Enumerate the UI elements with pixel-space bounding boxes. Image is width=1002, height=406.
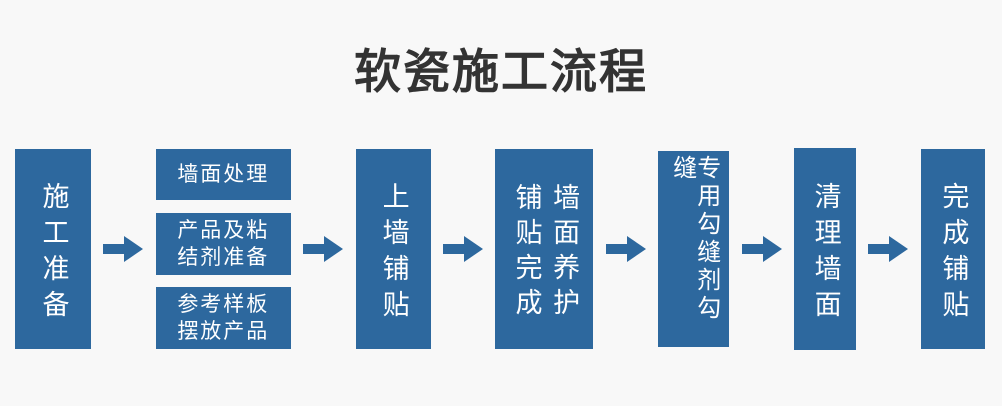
arrow-right-icon (303, 234, 344, 264)
step-box-construction-preparation: 施工准备 (15, 149, 91, 349)
arrow-right-icon (605, 234, 646, 264)
step-label: 清理墙面 (810, 181, 841, 326)
process-flow: 施工准备 墙面处理 产品及粘 结剂准备 参考样板 摆放产品 上墙铺贴 (0, 146, 1002, 352)
step-box-wall-pasting: 上墙铺贴 (355, 149, 431, 349)
step-label-line: 产品及粘 (177, 218, 270, 242)
step-label-line: 结剂准备 (177, 245, 270, 269)
arrow-right-icon (868, 234, 909, 264)
step-box-wall-treatment: 墙面处理 (155, 149, 291, 200)
step-box-special-grout-jointing: 专用勾缝剂勾缝 (658, 151, 730, 347)
arrow-right-icon (443, 234, 484, 264)
step-label-line: 参考样板 (177, 293, 270, 316)
arrow-right-icon (103, 234, 144, 264)
step-label-line: 摆放产品 (177, 320, 270, 343)
step-label-columns: 铺贴完成 墙面养护 (511, 175, 580, 323)
step-label: 专用勾缝剂勾缝 (668, 155, 720, 323)
step-label: 上墙铺贴 (378, 181, 409, 326)
arrow-right-icon (741, 234, 782, 264)
step-box-clean-wall: 清理墙面 (794, 148, 857, 350)
step-label: 墙面处理 (177, 163, 270, 186)
step-label: 施工准备 (38, 181, 69, 326)
step-label-column: 铺贴完成 (511, 183, 542, 323)
step-label-column: 墙面养护 (549, 183, 580, 323)
step-box-reference-sample-placement: 参考样板 摆放产品 (155, 287, 291, 349)
step-box-pasting-complete-wall-curing: 铺贴完成 墙面养护 (495, 149, 594, 349)
step-group-preparation-details: 墙面处理 产品及粘 结剂准备 参考样板 摆放产品 (155, 149, 291, 349)
step-box-pasting-finished: 完成铺贴 (920, 149, 985, 349)
page-title: 软瓷施工流程 (354, 45, 648, 98)
step-box-product-adhesive-preparation: 产品及粘 结剂准备 (155, 212, 291, 275)
step-label: 完成铺贴 (938, 181, 969, 326)
